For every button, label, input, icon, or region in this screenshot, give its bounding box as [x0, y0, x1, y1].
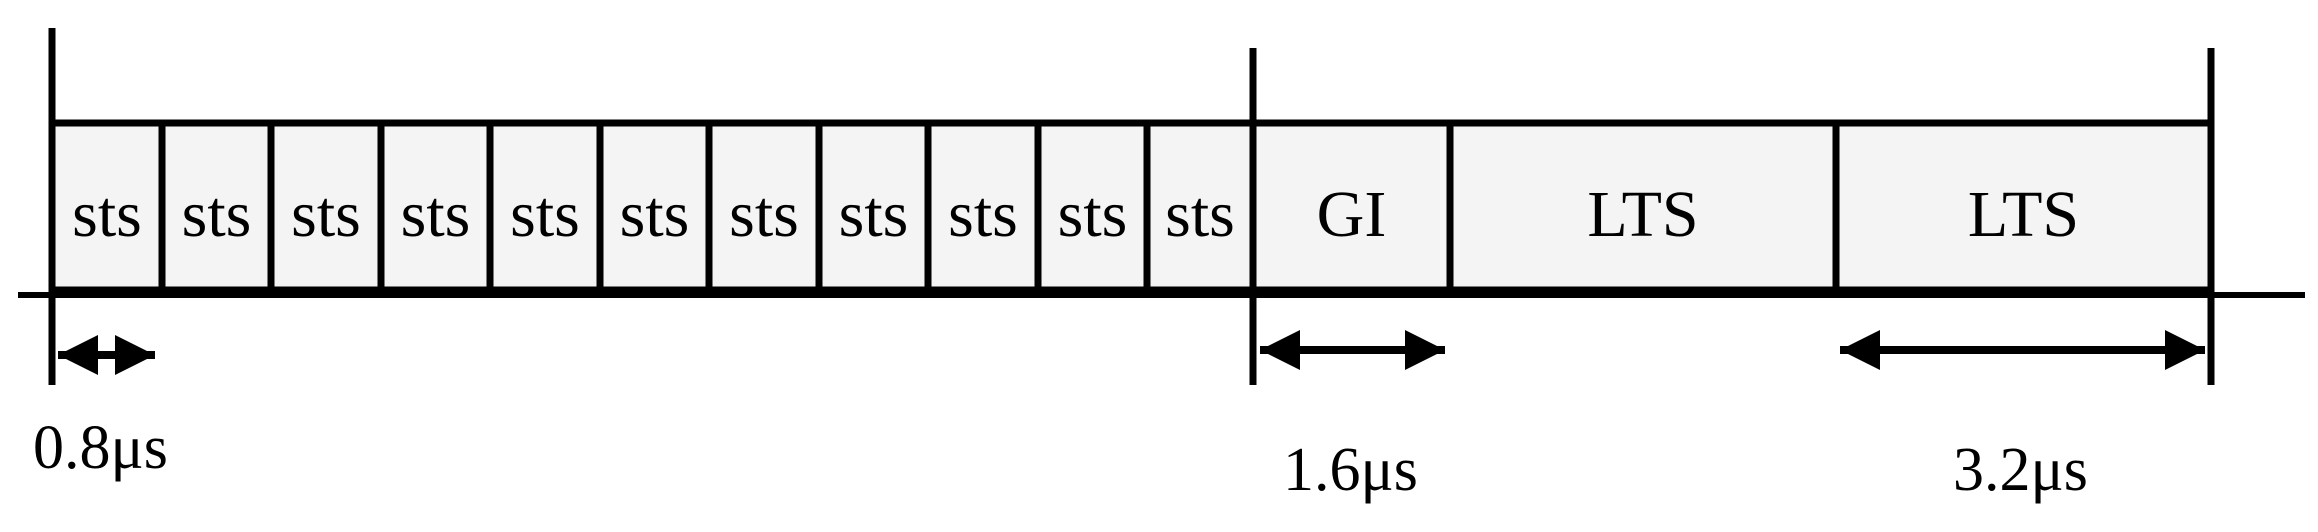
segment-label-sts-6: sts	[729, 178, 799, 251]
segment-box-lts-13	[1832, 119, 2215, 294]
segment-box-sts-2	[267, 119, 385, 294]
lts-duration-label: 3.2μs	[1953, 436, 2088, 504]
gi-duration-label: 1.6μs	[1283, 436, 1418, 504]
segment-label-lts-12: LTS	[1587, 178, 1698, 251]
segment-label-sts-10: sts	[1165, 178, 1235, 251]
segment-label-gi-11: GI	[1317, 178, 1387, 251]
sts-duration-label: 0.8μs	[33, 414, 168, 482]
segment-label-sts-5: sts	[620, 178, 690, 251]
segment-box-sts-10	[1143, 119, 1257, 294]
segment-label-sts-3: sts	[401, 178, 471, 251]
segment-label-sts-1: sts	[182, 178, 252, 251]
segment-label-sts-4: sts	[510, 178, 580, 251]
segment-label-sts-9: sts	[1058, 178, 1128, 251]
segment-label-sts-2: sts	[291, 178, 361, 251]
segment-label-lts-13: LTS	[1968, 178, 2079, 251]
segment-label-sts-8: sts	[948, 178, 1018, 251]
segment-box-lts-12	[1446, 119, 1840, 294]
segment-label-sts-0: sts	[72, 178, 142, 251]
segment-label-sts-7: sts	[839, 178, 909, 251]
